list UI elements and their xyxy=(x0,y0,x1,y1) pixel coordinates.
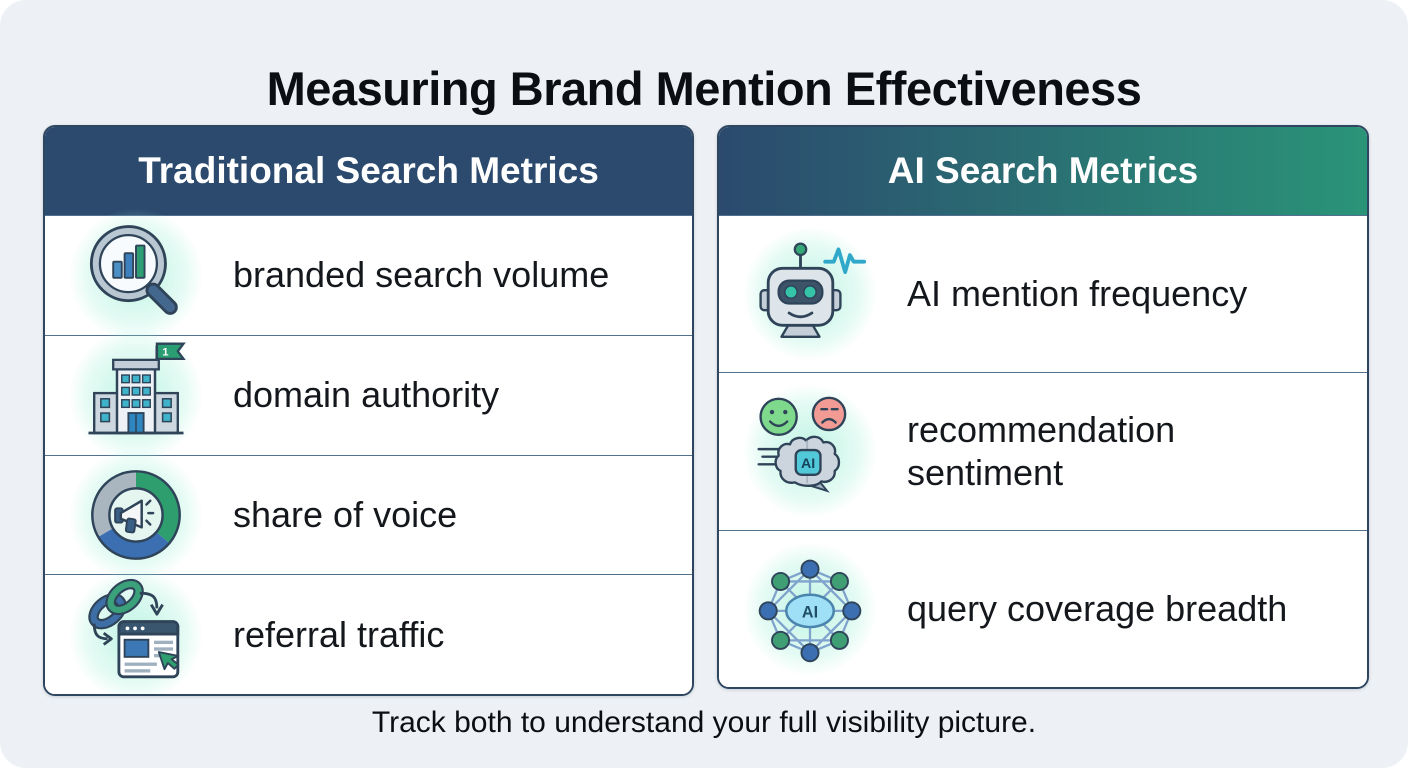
table-row: referral traffic xyxy=(45,568,692,694)
table-row: AI recommendation sentiment xyxy=(719,372,1367,530)
traditional-metrics-table: Traditional Search Metrics branded searc… xyxy=(43,125,694,696)
ai-metrics-table: AI Search Metrics AI mention freque xyxy=(717,125,1369,689)
sentiment-faces-brain-icon: AI xyxy=(735,373,885,529)
metric-label: domain authority xyxy=(233,374,500,416)
building-rank-flag-icon: 1 xyxy=(61,329,211,461)
metric-label: share of voice xyxy=(233,493,458,535)
table-row: 1 xyxy=(45,329,692,461)
page-title: Measuring Brand Mention Effectiveness xyxy=(266,62,1142,116)
metric-label: recommendation sentiment xyxy=(907,408,1176,494)
ai-network-graph-icon: AI xyxy=(735,531,885,687)
ai-metrics-header: AI Search Metrics xyxy=(719,127,1367,215)
footer-caption: Track both to understand your full visib… xyxy=(371,706,1037,739)
megaphone-donut-chart-icon xyxy=(61,448,211,581)
magnifier-bar-chart-icon xyxy=(61,209,211,342)
table-row: share of voice xyxy=(45,448,692,581)
metric-label: query coverage breadth xyxy=(907,587,1288,629)
link-to-webpage-icon xyxy=(61,568,211,694)
network-center-label: AI xyxy=(802,603,818,621)
table-row: AI mention frequency xyxy=(719,215,1367,373)
table-row: AI query coverage breadth xyxy=(719,529,1367,687)
traditional-metrics-header: Traditional Search Metrics xyxy=(45,127,692,215)
robot-pulse-icon xyxy=(735,216,885,372)
metric-label: AI mention frequency xyxy=(907,273,1248,315)
metric-label: branded search volume xyxy=(233,254,610,296)
table-row: branded search volume xyxy=(45,209,692,342)
metric-label: referral traffic xyxy=(233,613,445,655)
flag-rank-number: 1 xyxy=(162,347,169,359)
brain-ai-badge: AI xyxy=(801,457,815,473)
